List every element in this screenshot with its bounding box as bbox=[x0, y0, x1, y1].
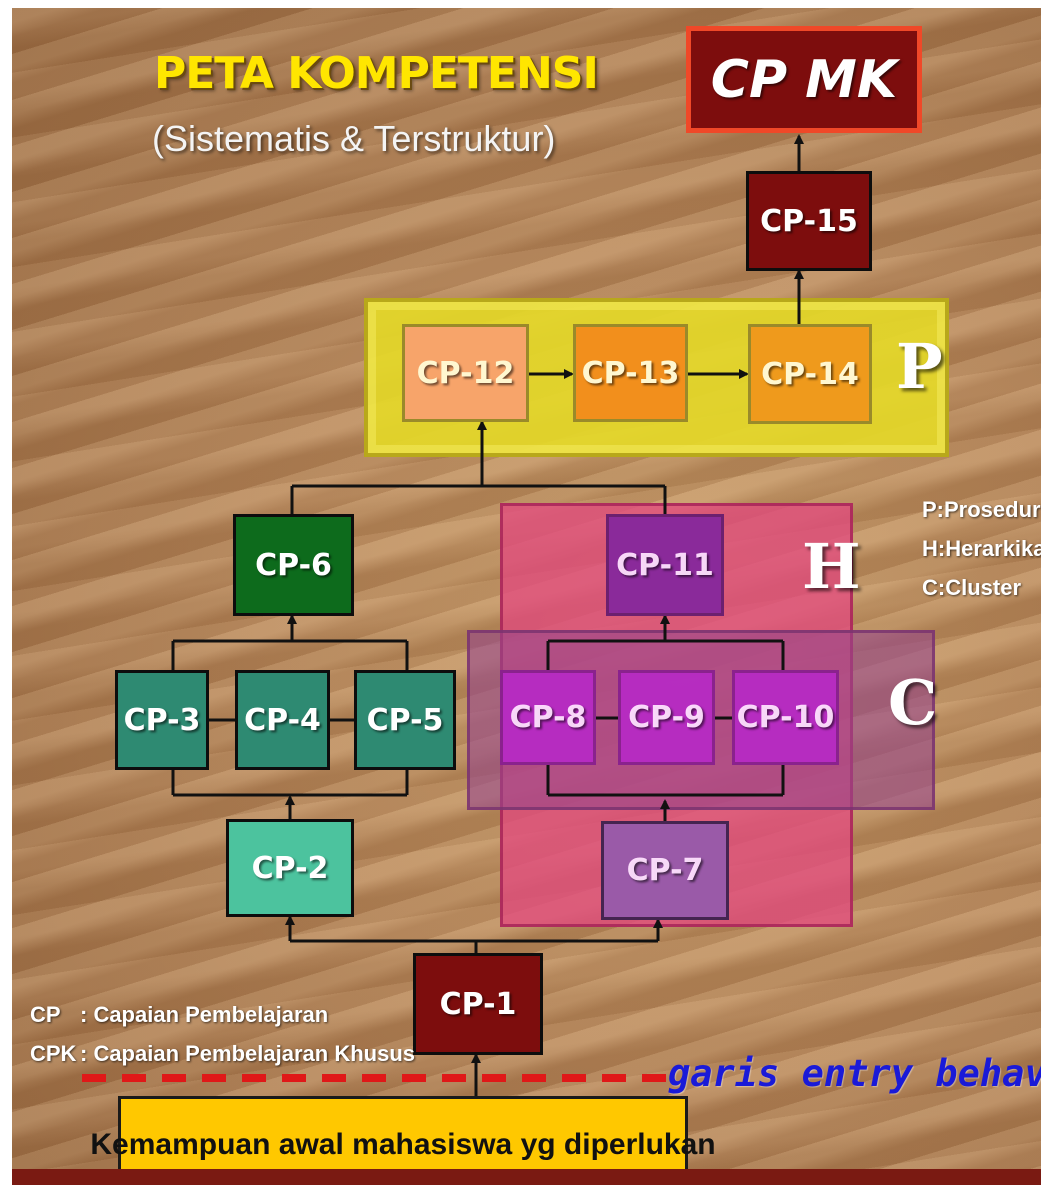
legend-p: P:Prosedura bbox=[922, 497, 1041, 522]
cp-14-box: CP-14 bbox=[748, 324, 872, 424]
cp-3-box: CP-3 bbox=[115, 670, 209, 770]
legend-cpk-value: : Capaian Pembelajaran Khusus bbox=[80, 1041, 415, 1066]
group-legend: P:Prosedura H:Herarkikal C:Cluster bbox=[922, 490, 1041, 607]
cp-12-box: CP-12 bbox=[402, 324, 529, 422]
legend-cp-value: : Capaian Pembelajaran bbox=[80, 1002, 329, 1027]
bottom-band bbox=[12, 1169, 1041, 1185]
cp-13-box: CP-13 bbox=[573, 324, 688, 422]
entry-behaviour-label: garis entry behaviour bbox=[668, 1052, 1041, 1095]
cp-1-box: CP-1 bbox=[413, 953, 543, 1055]
legend-cpk-key: CPK bbox=[30, 1041, 77, 1066]
cp-15-box: CP-15 bbox=[746, 171, 872, 271]
legend-cpk: CPK: Capaian Pembelajaran Khusus bbox=[30, 1034, 415, 1073]
page-subtitle: (Sistematis & Terstruktur) bbox=[152, 118, 556, 159]
abbreviation-legend: CP : Capaian Pembelajaran CPK: Capaian Pe… bbox=[30, 995, 415, 1073]
cp-mk-box: CP MK bbox=[686, 26, 922, 133]
group-h-label: H bbox=[802, 530, 861, 603]
cp-10-box: CP-10 bbox=[732, 670, 839, 765]
cp-8-box: CP-8 bbox=[500, 670, 596, 765]
cp-2-box: CP-2 bbox=[226, 819, 354, 917]
connector-lines bbox=[82, 134, 804, 1096]
page-title: PETA KOMPETENSI bbox=[154, 48, 599, 99]
legend-cp: CP : Capaian Pembelajaran bbox=[30, 995, 415, 1034]
cp-11-box: CP-11 bbox=[606, 514, 724, 616]
cp-4-box: CP-4 bbox=[235, 670, 330, 770]
legend-c: C:Cluster bbox=[922, 575, 1022, 600]
cp-5-box: CP-5 bbox=[354, 670, 456, 770]
slide: PETA KOMPETENSI (Sistematis & Terstruktu… bbox=[12, 8, 1041, 1185]
legend-h: H:Herarkikal bbox=[922, 536, 1041, 561]
group-p-label: P bbox=[896, 330, 943, 403]
cp-7-box: CP-7 bbox=[601, 821, 729, 920]
cp-6-box: CP-6 bbox=[233, 514, 354, 616]
legend-cp-key: CP bbox=[30, 1002, 61, 1027]
cp-9-box: CP-9 bbox=[618, 670, 715, 765]
group-c-label: C bbox=[888, 666, 938, 739]
